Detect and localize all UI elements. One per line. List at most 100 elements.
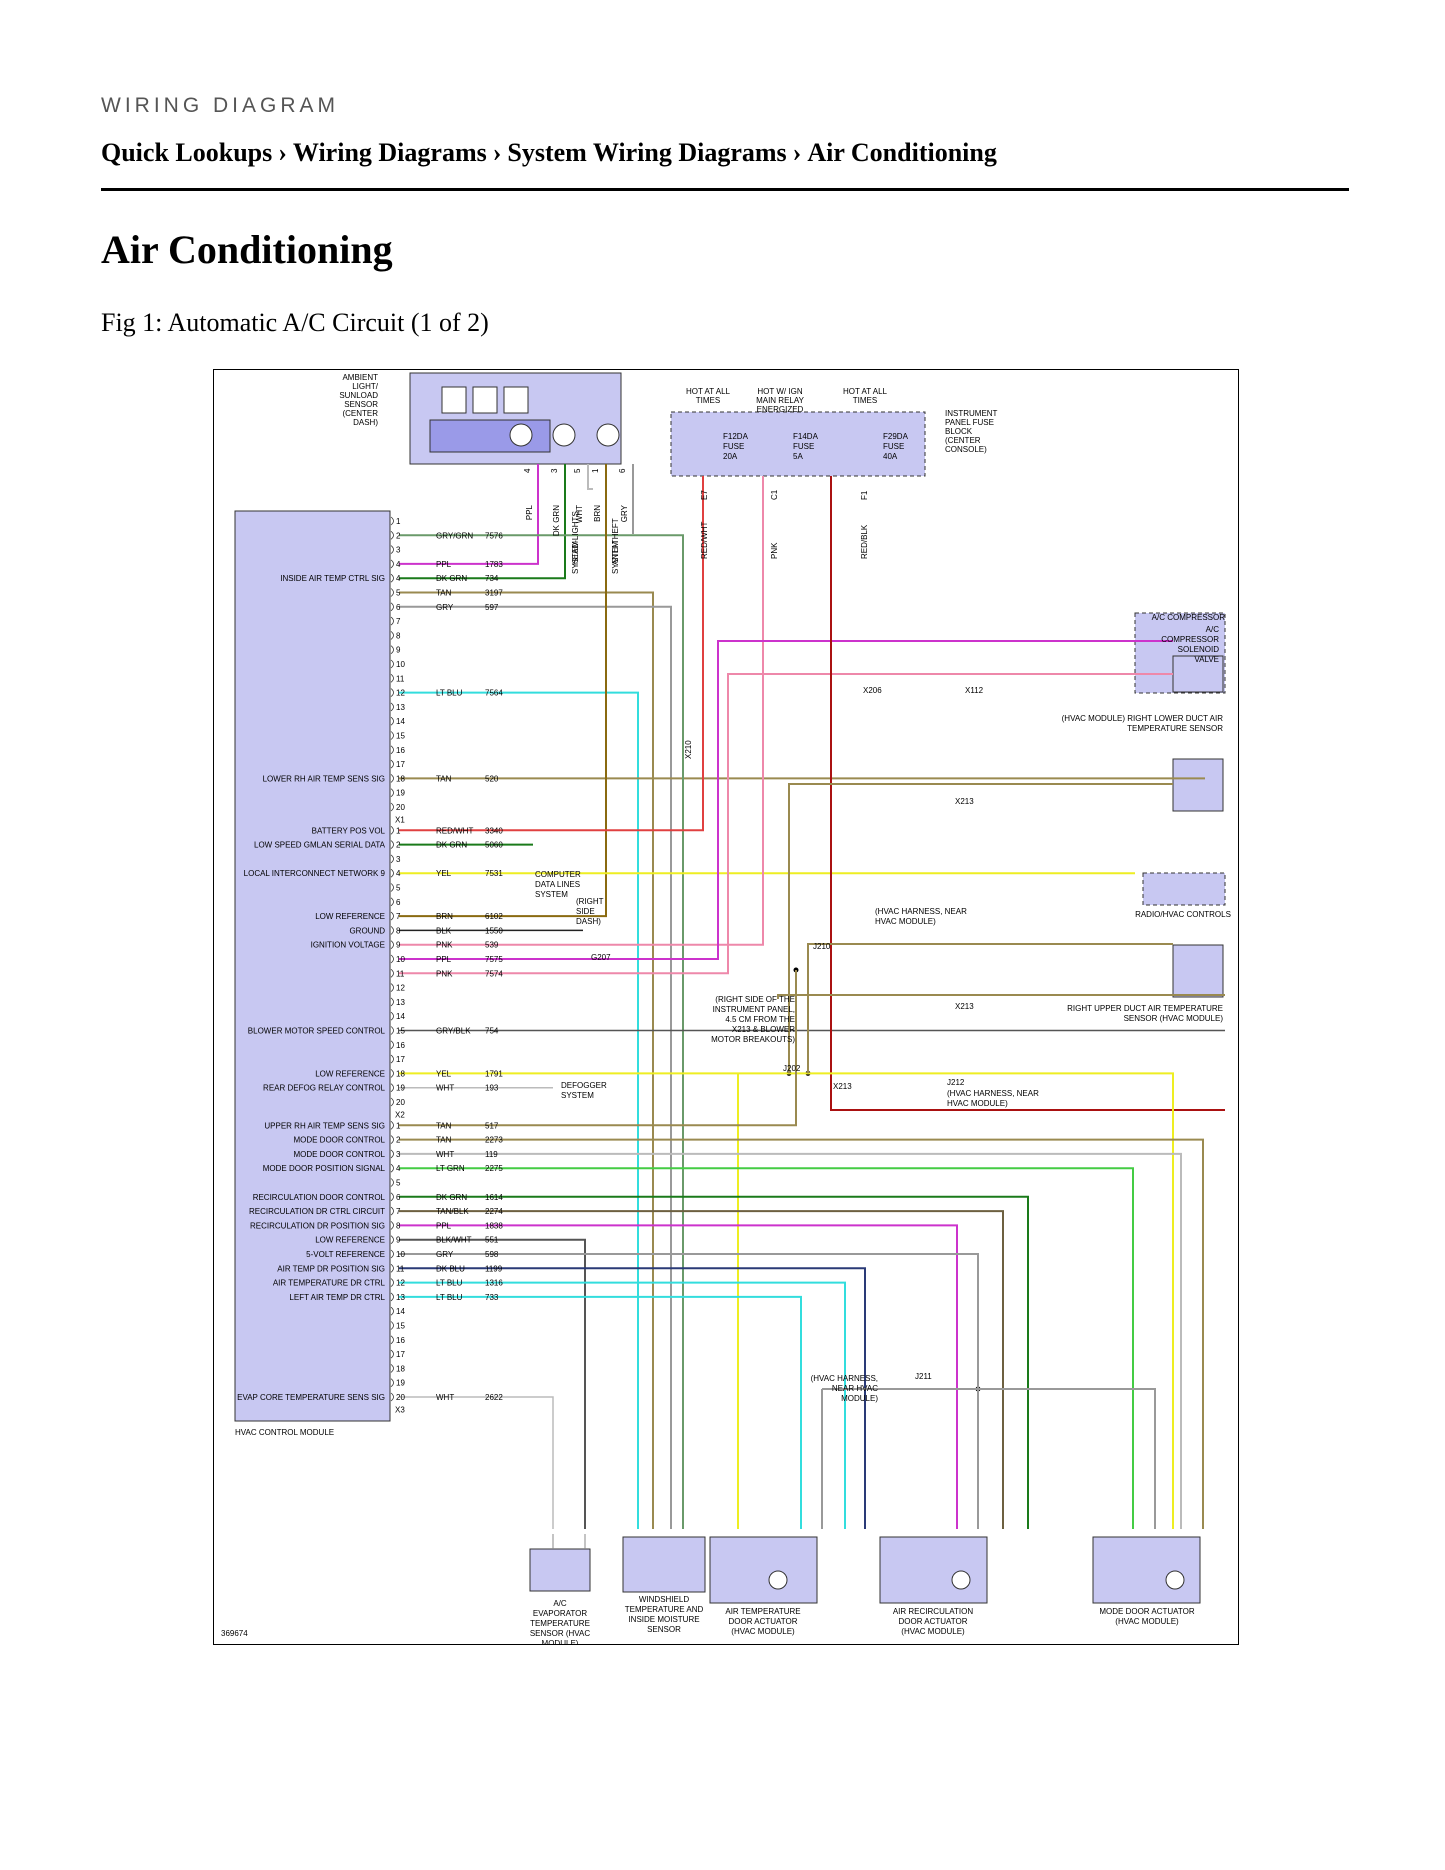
- wire-ppl-1783: [399, 464, 539, 565]
- component-label: MODE DOOR ACTUATOR: [1099, 1607, 1194, 1616]
- connector-terminal: [390, 1040, 394, 1050]
- breakouts-note: MOTOR BREAKOUTS): [711, 1035, 795, 1044]
- wire-color-label: YEL: [436, 1069, 452, 1078]
- pin-function-label: RECIRCULATION DOOR CONTROL: [253, 1193, 386, 1202]
- connector-terminal: [390, 759, 394, 769]
- connector-terminal: [390, 602, 394, 612]
- motor-icon: [951, 1570, 971, 1590]
- pin-number: 19: [396, 1084, 405, 1093]
- connector-terminal: [390, 1149, 394, 1159]
- wire-yel-j212: [808, 1072, 1174, 1529]
- wire-color-label: DK GRN: [436, 841, 467, 850]
- pin-number: 17: [396, 1350, 405, 1359]
- pin-number: 19: [396, 1379, 405, 1388]
- windshield-sensor-box: [622, 1536, 706, 1593]
- pin-number: 13: [396, 1293, 405, 1302]
- wire-color-label: PNK: [436, 969, 453, 978]
- circuit-number: 1316: [485, 1279, 503, 1288]
- pin-number: 19: [396, 789, 405, 798]
- connector-terminal: [390, 1083, 394, 1093]
- wire-color-label: PNK: [436, 941, 453, 950]
- pin-function-label: LOWER RH AIR TEMP SENS SIG: [263, 774, 385, 783]
- hot-at-label: HOT W/ IGN: [757, 387, 802, 396]
- ambient-sensor-label: LIGHT/: [352, 382, 379, 391]
- upper-duct-sensor-box: [1172, 944, 1224, 998]
- circuit-number: 2274: [485, 1207, 503, 1216]
- pin-number: 2: [396, 531, 401, 540]
- ambient-sensor-label: SENSOR: [344, 400, 378, 409]
- pin-function-label: MODE DOOR CONTROL: [293, 1136, 385, 1145]
- connector-terminal: [390, 868, 394, 878]
- breadcrumb-quick-lookups[interactable]: Quick Lookups: [101, 138, 273, 167]
- connector-id: X213: [955, 797, 974, 806]
- computer-data-label: SYSTEM: [535, 890, 568, 899]
- connector-terminal: [390, 559, 394, 569]
- fuse-wire-color: RED/BLK: [860, 524, 869, 559]
- connector-terminal: [390, 840, 394, 849]
- fuse-pin: E7: [700, 490, 709, 500]
- breadcrumb-wiring-diagrams[interactable]: Wiring Diagrams: [292, 138, 487, 167]
- wire-ppl-1838: [399, 1224, 958, 1529]
- side-system-label: SYSTEM: [611, 541, 620, 574]
- fuse-label: F14DA: [793, 432, 819, 441]
- sensor-wire-color: DK GRN: [552, 505, 561, 536]
- connector-terminal: [390, 940, 394, 950]
- pin-number: 15: [396, 1027, 405, 1036]
- pin-function-label: REAR DEFOG RELAY CONTROL: [263, 1084, 386, 1093]
- hot-at-label: TIMES: [853, 396, 877, 405]
- wire-color-label: LT BLU: [436, 1293, 463, 1302]
- diagram-id: 369674: [221, 1629, 248, 1638]
- pin-number: 20: [396, 1393, 405, 1402]
- wire-color-label: GRY: [436, 603, 454, 612]
- connector-terminal: [390, 1221, 394, 1230]
- radio-controls-box: [1142, 872, 1226, 906]
- pin-number: 9: [396, 1236, 401, 1245]
- component-label: SOLENOID: [1178, 645, 1220, 654]
- pin-number: 10: [396, 955, 405, 964]
- side-system-label: HEAD-LIGHTS: [571, 511, 580, 565]
- hot-at-label: HOT AT ALL: [843, 387, 888, 396]
- pin-function-label: LOW SPEED GMLAN SERIAL DATA: [254, 841, 386, 850]
- connector-terminal: [390, 588, 394, 597]
- wire-wht-119: [399, 1152, 1182, 1529]
- hvac-control-module: [234, 510, 391, 1422]
- pin-function-label: AIR TEMPERATURE DR CTRL: [273, 1279, 386, 1288]
- component-label: TEMPERATURE SENSOR: [1127, 724, 1223, 733]
- connector-terminal: [390, 545, 394, 554]
- side-system-label: SYSTEM: [571, 541, 580, 574]
- circuit-number: 754: [485, 1027, 499, 1036]
- recirc-actuator-box: [879, 1536, 988, 1604]
- fuse-pin: F1: [860, 490, 869, 500]
- circuit-number: 7531: [485, 869, 503, 878]
- pin-number: 1: [396, 1121, 401, 1130]
- pin-number: 16: [396, 1041, 405, 1050]
- pin-number: 11: [396, 674, 405, 683]
- fuse-wire-color: RED/WHT: [700, 522, 709, 559]
- breakouts-note: (RIGHT SIDE OF THE: [715, 995, 795, 1004]
- pin-number: 11: [396, 969, 405, 978]
- connector-terminal: [390, 1378, 394, 1388]
- wire-color-label: LT BLU: [436, 689, 463, 698]
- circuit-number: 539: [485, 941, 499, 950]
- connector-id: X2: [395, 1110, 405, 1119]
- pin-number: 18: [396, 774, 405, 783]
- wire-color-label: TAN: [436, 589, 452, 598]
- circuit-number: 1199: [485, 1264, 503, 1273]
- circuit-number: 733: [485, 1293, 499, 1302]
- component-label: DOOR ACTUATOR: [898, 1617, 967, 1626]
- pin-number: 11: [396, 1264, 405, 1273]
- pin-number: 7: [396, 912, 401, 921]
- connector-terminal: [390, 530, 394, 540]
- breadcrumb-system-wiring-diagrams[interactable]: System Wiring Diagrams: [507, 138, 787, 167]
- connector-id: X213: [833, 1082, 852, 1091]
- wire-redwht-3340: [399, 476, 704, 832]
- connector-terminal: [390, 926, 394, 935]
- component-label: A/C: [1206, 625, 1220, 634]
- sensor-wire-color: WHT: [575, 505, 584, 523]
- sensor-pin: 3: [550, 468, 559, 473]
- fuse-block-label: CONSOLE): [945, 445, 987, 454]
- module-name: HVAC CONTROL MODULE: [235, 1428, 334, 1437]
- pin-function-label: MODE DOOR CONTROL: [293, 1150, 385, 1159]
- circuit-number: 7575: [485, 955, 503, 964]
- pin-function-label: BATTERY POS VOL: [312, 826, 386, 835]
